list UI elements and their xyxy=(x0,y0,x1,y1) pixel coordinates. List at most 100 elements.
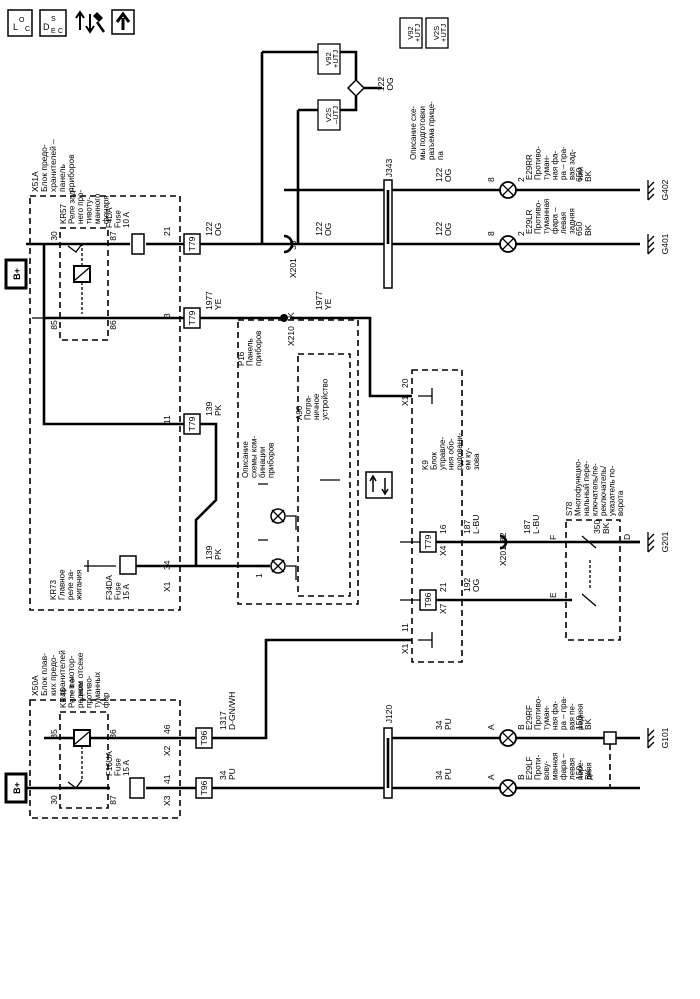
lamp-e29rr xyxy=(499,181,517,199)
a90-title-line: A90 xyxy=(295,405,304,420)
svg-text:21: 21 xyxy=(162,226,172,236)
svg-text:J120: J120 xyxy=(384,705,394,724)
x51a-title-line: Блок предо- xyxy=(39,144,49,192)
svg-text:2: 2 xyxy=(516,177,526,182)
x50a-title-line: хранителей xyxy=(57,650,67,696)
trailer-note-line: Описание схе- xyxy=(409,106,418,160)
e29lf-title-line: фара – xyxy=(559,753,568,780)
p16-desc-line: Описание xyxy=(241,441,250,478)
e29rf-title-line: редняя xyxy=(576,704,585,730)
e29lf-title-line: E29LF xyxy=(525,756,534,780)
option-v92-utj-mid: V92 +UTJ xyxy=(317,43,341,75)
k9-title-line: ем ку- xyxy=(464,447,473,470)
svg-text:2: 2 xyxy=(516,231,526,236)
svg-text:650: 650 xyxy=(574,222,584,236)
kr57-relay-outline xyxy=(59,227,109,341)
svg-text:V92: V92 xyxy=(324,52,333,65)
option-v2s-utj-mid: V2S –UTJ xyxy=(317,99,341,131)
svg-text:33: 33 xyxy=(288,240,298,250)
lamp-e29lf xyxy=(499,779,517,797)
a90-title-line: ничное xyxy=(312,393,321,420)
svg-text:F: F xyxy=(548,535,558,540)
ground-g201: G201 xyxy=(647,531,670,553)
e29lr-title-line: задняя xyxy=(568,208,577,234)
swap-tools-icon[interactable] xyxy=(75,10,106,34)
svg-text:350: 350 xyxy=(592,520,602,534)
t79-connector-d: T79 xyxy=(419,531,437,553)
trailer-splice-diamond xyxy=(346,78,366,98)
svg-text:187: 187 xyxy=(462,520,472,534)
svg-text:16: 16 xyxy=(438,524,448,534)
svg-text:X2: X2 xyxy=(162,745,172,756)
svg-text:85: 85 xyxy=(49,729,59,739)
svg-text:X4: X4 xyxy=(438,545,448,556)
p16-desc-line: бинации xyxy=(258,447,267,478)
svg-text:OG: OG xyxy=(443,223,453,236)
s78-switch-outline xyxy=(565,519,621,641)
svg-text:T96: T96 xyxy=(423,592,433,607)
kr46-title-line: туманных xyxy=(93,672,102,708)
kr46-title-line: противо- xyxy=(85,675,94,708)
svg-text:X201: X201 xyxy=(498,546,508,566)
svg-text:X1: X1 xyxy=(400,643,410,654)
ground-g101: G101 xyxy=(647,727,670,749)
svg-text:YE: YE xyxy=(323,298,333,310)
x50a-title-line: ких предо- xyxy=(48,654,58,696)
svg-text:BK: BK xyxy=(583,718,593,730)
s78-title-line: реключатель/ xyxy=(599,465,608,516)
a90-outline xyxy=(297,353,351,597)
e29rf-title-line: вая пе- xyxy=(568,703,577,730)
kr57-title-line: него про- xyxy=(76,189,85,224)
p16-title-line: приборов xyxy=(254,331,263,366)
kr73-title-line: Главное xyxy=(58,569,67,600)
svg-text:G401: G401 xyxy=(660,233,670,254)
f4da-title-line: 10 A xyxy=(122,211,131,228)
svg-text:BK: BK xyxy=(601,522,611,534)
svg-text:L-BU: L-BU xyxy=(531,515,541,534)
svg-text:T79: T79 xyxy=(423,534,433,549)
e29rf-title-line: E29RF xyxy=(525,705,534,730)
location-view-button[interactable]: L O C xyxy=(7,9,33,37)
x50a-title-line: Блок плав- xyxy=(39,653,49,696)
e29lf-title-line: дняя xyxy=(585,762,594,780)
svg-text:BK: BK xyxy=(583,224,593,236)
k9-title-line: Блок xyxy=(430,452,439,470)
svg-text:41: 41 xyxy=(162,774,172,784)
scroll-up-button[interactable] xyxy=(111,9,135,35)
f16ua-title-line: Fuse xyxy=(114,758,123,776)
ground-splice-g101 xyxy=(603,731,617,745)
svg-text:T79: T79 xyxy=(187,236,197,251)
t79-connector-a: T79 xyxy=(183,233,201,255)
x51a-title-line: X51A xyxy=(30,171,40,192)
svg-text:86: 86 xyxy=(108,729,118,739)
description-view-button[interactable]: D E S C xyxy=(39,9,67,37)
f4da-title-line: Fuse xyxy=(114,210,123,228)
ground-g402: G402 xyxy=(647,179,670,201)
svg-text:X7: X7 xyxy=(438,603,448,614)
wire-139-pk-a xyxy=(42,318,218,566)
f34da-title-line: F34DA xyxy=(105,574,114,600)
svg-text:30: 30 xyxy=(49,795,59,805)
desc-main-letter: D xyxy=(43,22,50,32)
svg-text:8: 8 xyxy=(486,177,496,182)
e29lf-title-line: пере- xyxy=(576,759,585,780)
svg-text:150: 150 xyxy=(574,716,584,730)
svg-text:34: 34 xyxy=(434,770,444,780)
k9-body-control-outline xyxy=(411,369,463,663)
s78-title-line: Многофункцио- xyxy=(574,458,583,516)
p16-title-line: Панель xyxy=(246,338,255,366)
svg-text:J343: J343 xyxy=(384,159,394,178)
svg-text:T79: T79 xyxy=(187,310,197,325)
kr46-title-line: KR46 xyxy=(59,687,68,708)
e29rr-title-line: туман- xyxy=(542,155,551,180)
lamp-e29rf xyxy=(499,729,517,747)
e29rr-title-line: ра – пра- xyxy=(559,146,568,180)
f34da-title-line: Fuse xyxy=(114,582,123,600)
